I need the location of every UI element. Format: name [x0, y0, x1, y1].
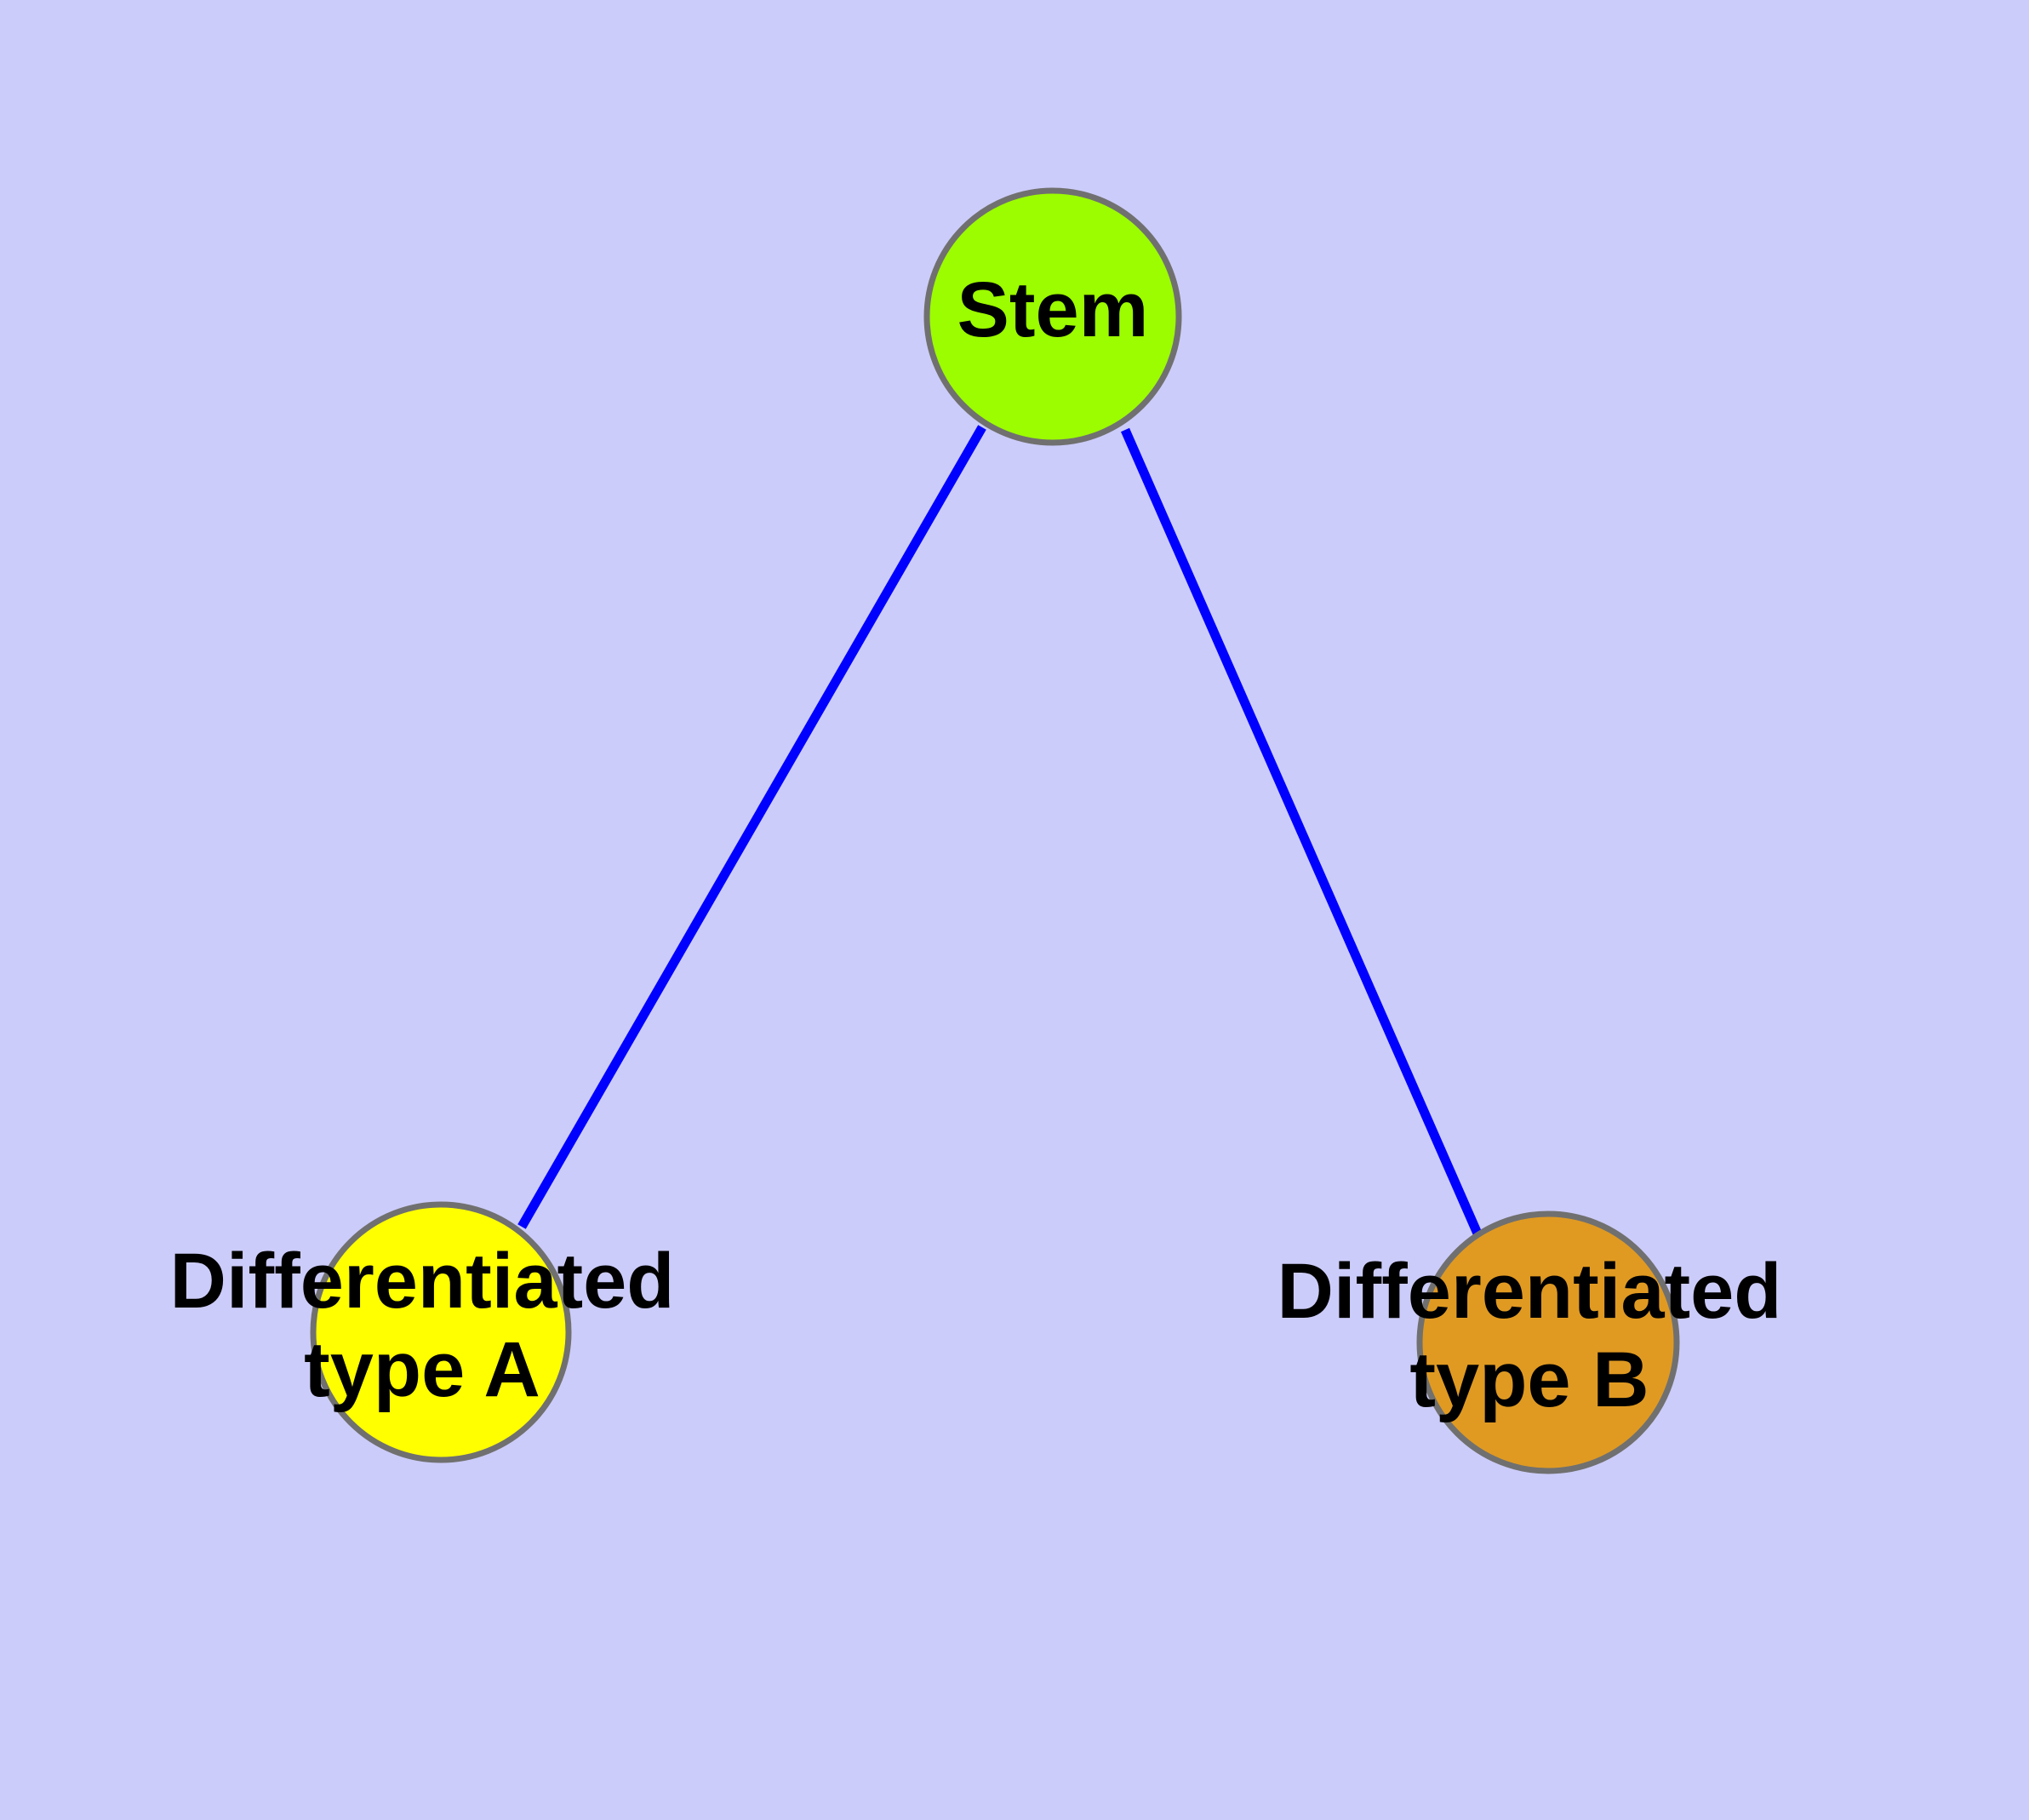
node-stem[interactable]: Stem	[923, 187, 1182, 446]
node-differentiated-type-b-circle[interactable]	[1416, 1210, 1680, 1474]
edge-stem-to-differentiated-type-a[interactable]	[517, 425, 986, 1229]
node-stem-label: Stem	[957, 266, 1149, 353]
edge-stem-to-differentiated-type-b[interactable]	[1120, 427, 1483, 1236]
node-stem-circle[interactable]	[923, 187, 1182, 446]
node-differentiated-type-a-circle[interactable]	[310, 1201, 572, 1463]
edge-layer	[517, 425, 1483, 1236]
